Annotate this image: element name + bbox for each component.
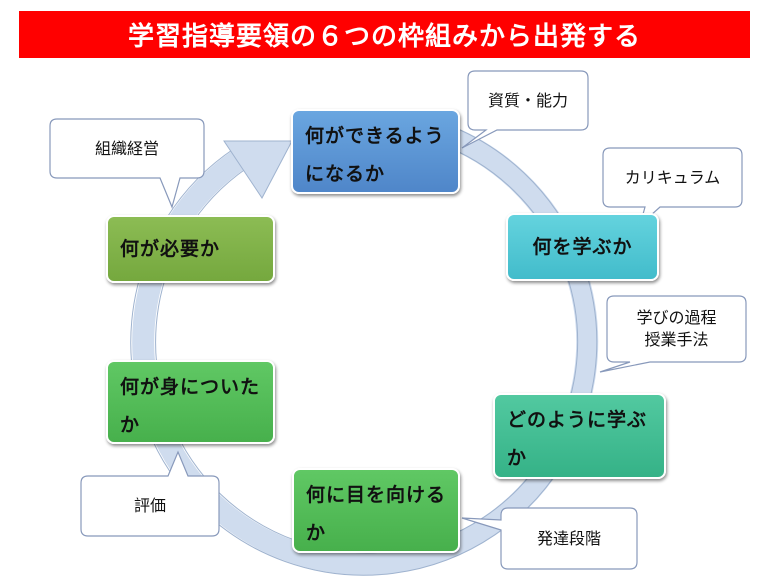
callout-process-bubble <box>599 295 747 373</box>
title-banner: 学習指導要領の６つの枠組みから出発する <box>19 11 750 58</box>
callout-management-bubble <box>49 118 205 209</box>
callout-process-line1: 学びの過程 <box>636 308 717 327</box>
node-how-learn: どのように学ぶか <box>493 393 666 479</box>
callout-development-bubble <box>461 507 638 570</box>
callout-evaluation-bubble <box>80 450 220 537</box>
node-acquired: 何が身についたか <box>106 360 275 444</box>
callout-process: 学びの過程 授業手法 <box>607 296 746 362</box>
cycle-arrowhead <box>223 140 293 199</box>
node-can-do: 何ができるようになるか <box>291 109 460 194</box>
callout-process-line2: 授業手法 <box>644 330 709 349</box>
callout-development: 発達段階 <box>536 528 601 548</box>
callout-curriculum: カリキュラム <box>624 167 721 187</box>
node-what-learn: 何を学ぶか <box>506 213 659 281</box>
title-text: 学習指導要領の６つの枠組みから出発する <box>127 22 641 52</box>
callout-competence: 資質・能力 <box>487 90 568 110</box>
callout-evaluation: 評価 <box>133 496 166 515</box>
callout-management: 組織経営 <box>94 138 159 158</box>
callout-competence-bubble <box>461 70 589 149</box>
node-what-needed: 何が必要か <box>106 215 275 283</box>
node-what-look: 何に目を向けるか <box>292 468 460 553</box>
